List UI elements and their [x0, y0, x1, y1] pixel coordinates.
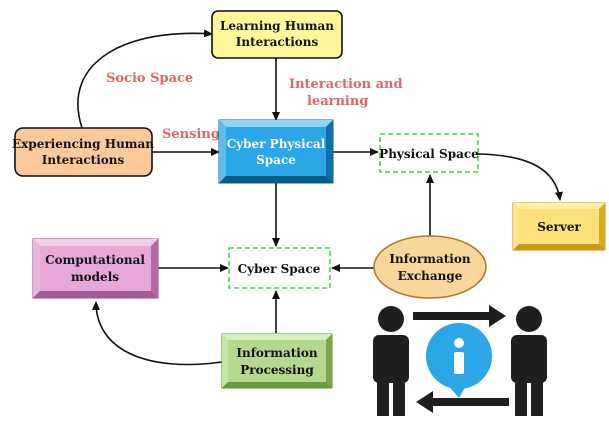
edge-label-interaction-learning-line2: learning: [307, 94, 368, 109]
edge-label-sensing: Sensing: [162, 127, 220, 142]
node-server: Server: [512, 202, 606, 251]
edge-experiencing-to-learning: [77, 29, 213, 129]
node-cyber-space-label: Cyber Space: [238, 262, 321, 276]
info-icon: [426, 323, 492, 398]
node-learning-line2: Interactions: [236, 35, 319, 49]
node-info-exchange-line2: Exchange: [398, 269, 463, 283]
node-info-processing-line2: Processing: [240, 363, 314, 377]
node-information-exchange: Information Exchange: [373, 235, 487, 299]
node-info-processing-line1: Information: [236, 346, 317, 360]
node-computational-line1: Computational: [45, 253, 145, 267]
node-cyber-physical-line2: Space: [256, 153, 296, 167]
node-physical-space: Physical Space: [379, 133, 479, 173]
node-learning-human-interactions: Learning Human Interactions: [211, 10, 343, 59]
arrow-right-icon: [413, 305, 506, 327]
node-experiencing-human-interactions: Experiencing Human Interactions: [12, 127, 154, 177]
edge-label-socio-space: Socio Space: [106, 71, 193, 86]
node-server-label: Server: [537, 220, 581, 234]
edge-label-interaction-learning-line1: Interaction and: [289, 77, 403, 92]
person-left-icon: [373, 306, 409, 416]
edges: [77, 29, 563, 366]
node-computational-models: Computational models: [32, 238, 159, 299]
node-cyber-space: Cyber Space: [228, 247, 331, 289]
node-physical-space-label: Physical Space: [379, 147, 479, 161]
edge-physical-space-to-server: [477, 153, 563, 201]
node-information-processing: Information Processing: [221, 333, 333, 389]
node-cyber-physical-space: Cyber Physical Space: [218, 119, 334, 184]
edge-info-processing-to-computational: [92, 301, 223, 366]
node-computational-line2: models: [71, 270, 119, 284]
node-learning-line1: Learning Human: [220, 19, 334, 33]
person-right-icon: [511, 306, 547, 416]
node-experiencing-line2: Interactions: [42, 153, 125, 167]
node-cyber-physical-line1: Cyber Physical: [227, 137, 326, 151]
arrow-left-icon: [416, 391, 509, 413]
node-info-exchange-line1: Information: [389, 252, 470, 266]
node-experiencing-line1: Experiencing Human: [12, 137, 154, 151]
people-exchange-icon: [373, 305, 547, 416]
